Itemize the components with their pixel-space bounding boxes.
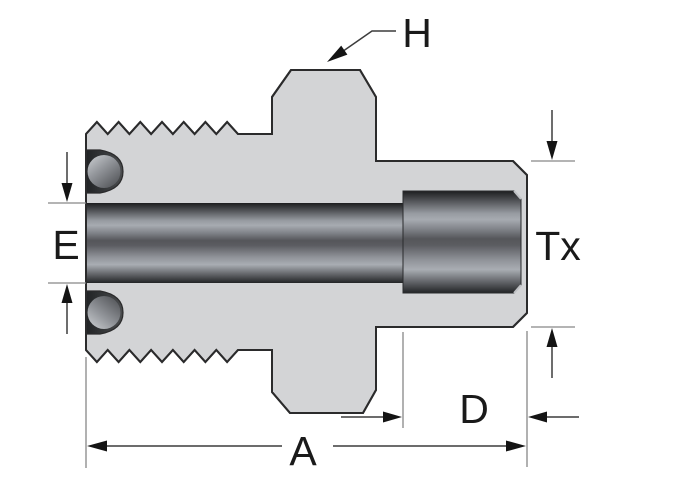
dimension-E: E [48,152,86,334]
o-ring-section-bottom [87,296,121,329]
dim-label-overall-length: A [289,428,317,474]
socket-chamfer-highlight-bottom [513,284,522,294]
bore-cylinder [86,203,403,283]
e-arrowhead-down-icon [61,183,73,202]
a-arrowhead-left-icon [87,440,107,452]
socket-chamfer-highlight-top [513,190,522,200]
tube-socket-cylinder [402,190,522,294]
dim-label-hex: H [402,10,432,56]
tx-arrowhead-up-icon [546,328,558,347]
tx-arrowhead-down-icon [546,141,558,160]
dimension-H: H [327,10,432,62]
h-leader-arrowhead-icon [327,45,348,62]
o-ring-top [85,149,124,194]
dim-label-bore: E [52,222,79,268]
e-arrowhead-up-icon [61,284,73,303]
d-arrowhead-right-icon [383,411,402,423]
dimension-Tx: Tx [531,110,581,378]
dimension-D: D [341,331,579,467]
a-arrowhead-right-icon [506,440,526,452]
fitting-body-outline [85,69,528,414]
dimension-A: A [85,357,526,474]
d-arrowhead-left-icon [528,411,547,423]
dim-label-socket-depth: D [459,386,489,432]
h-leader-line [343,30,396,52]
dim-label-tube-socket: Tx [535,223,581,269]
o-ring-section-top [87,155,121,188]
o-ring-bottom [85,290,124,335]
